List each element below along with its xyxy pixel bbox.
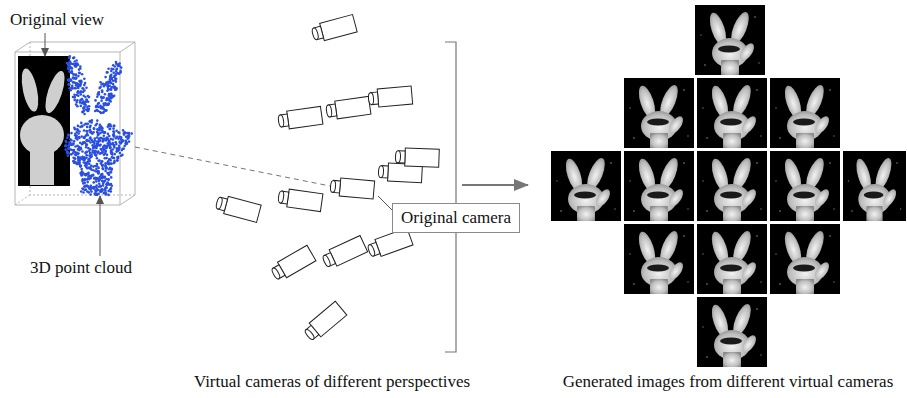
callout-text: Original camera [401,208,511,228]
callout-box: Original camera [392,203,520,233]
caption-label: Generated images from different virtual … [563,372,894,392]
caption-label: Virtual cameras of different perspective… [194,372,470,392]
caption-label: Original view [10,10,104,30]
caption-label: 3D point cloud [30,258,132,278]
